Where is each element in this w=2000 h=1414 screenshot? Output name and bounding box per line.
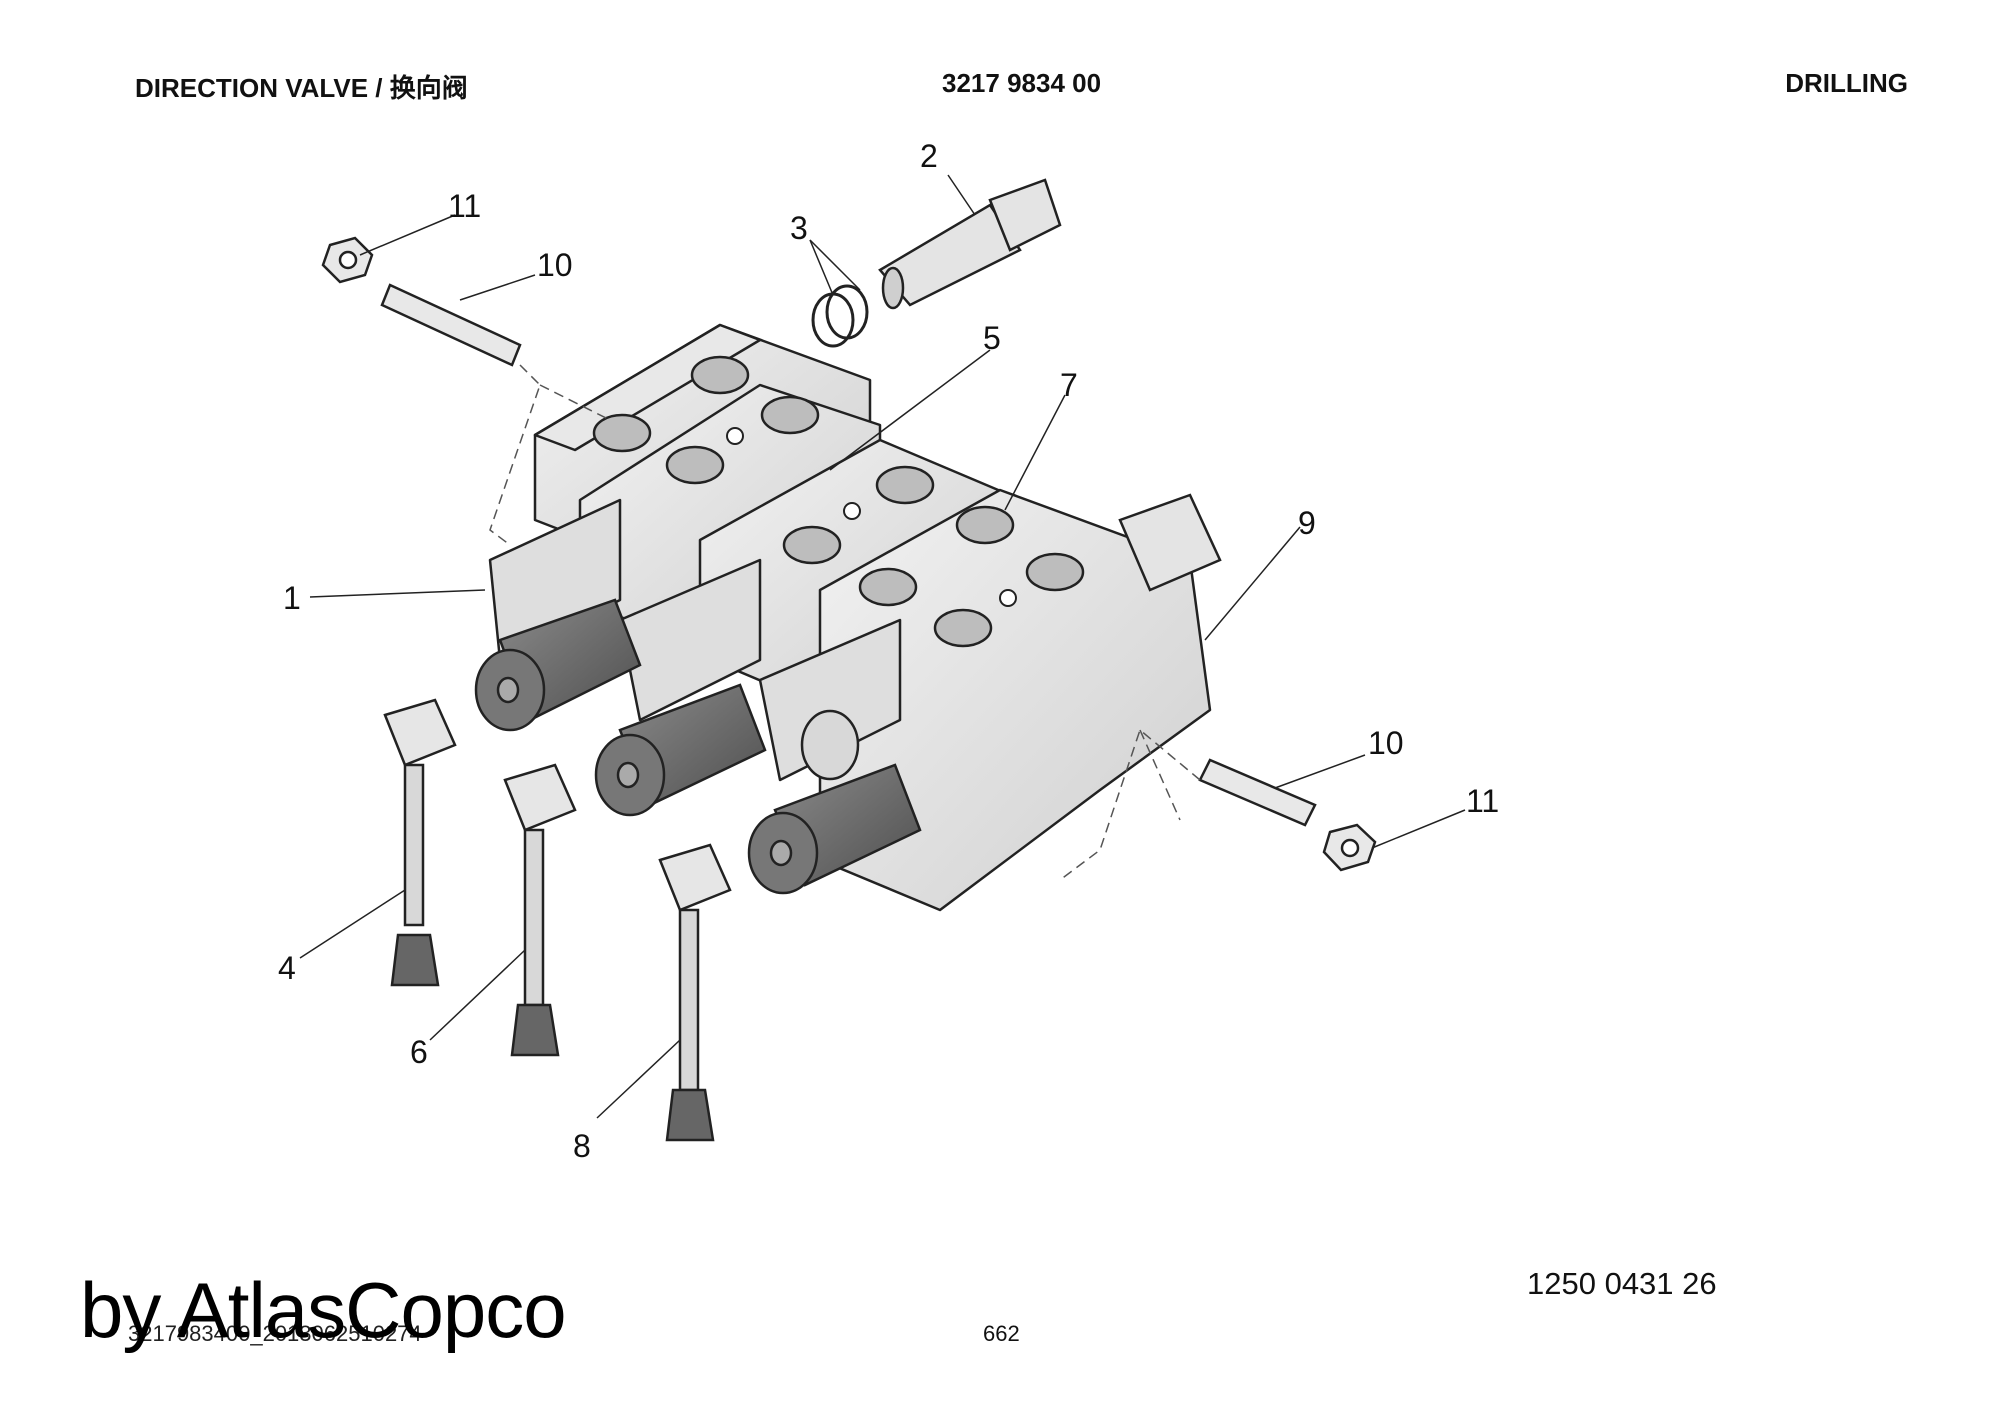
solenoid-coil-3 — [747, 763, 922, 895]
end-fitting — [800, 493, 1222, 781]
relief-valve-cartridge — [878, 178, 1062, 310]
o-rings — [811, 284, 869, 348]
callout-10-right: 10 — [1368, 725, 1404, 761]
drawing-number: 1250 0431 26 — [1527, 1266, 1717, 1301]
section-label: DRILLING — [1785, 68, 1908, 98]
cable-connectors — [383, 698, 732, 1142]
callout-9: 9 — [1298, 505, 1316, 541]
callout-5: 5 — [983, 320, 1001, 356]
callout-7: 7 — [1060, 367, 1078, 403]
solenoid-coils — [474, 598, 922, 895]
callout-11-right: 11 — [1466, 783, 1500, 819]
leader-lines — [299, 174, 1466, 1119]
callout-1: 1 — [283, 580, 301, 616]
page-number: 662 — [983, 1321, 1020, 1346]
page-title: DIRECTION VALVE / 换向阀 — [135, 73, 468, 103]
tie-rod-left — [321, 236, 522, 367]
connector-6 — [503, 763, 577, 1057]
callout-11-left: 11 — [448, 188, 482, 224]
callout-3: 3 — [790, 210, 808, 246]
part-number: 3217 9834 00 — [942, 68, 1102, 98]
callout-10-left: 10 — [537, 247, 573, 283]
tie-rod-right — [1198, 758, 1377, 872]
watermark-text: by AtlasCopco — [80, 1266, 567, 1354]
callout-8: 8 — [573, 1128, 591, 1164]
assembly-lines — [489, 364, 1201, 881]
callout-2: 2 — [920, 138, 938, 174]
valve-block — [488, 323, 1212, 912]
solenoid-coil-2 — [594, 683, 767, 817]
solenoid-coil-1 — [474, 598, 642, 732]
connector-4 — [383, 698, 457, 987]
document-id: 3217983400_2013062510274 — [128, 1321, 422, 1346]
connector-8 — [658, 843, 732, 1142]
callout-6: 6 — [410, 1034, 428, 1070]
callout-4: 4 — [278, 950, 296, 986]
port-holes — [592, 355, 1085, 648]
